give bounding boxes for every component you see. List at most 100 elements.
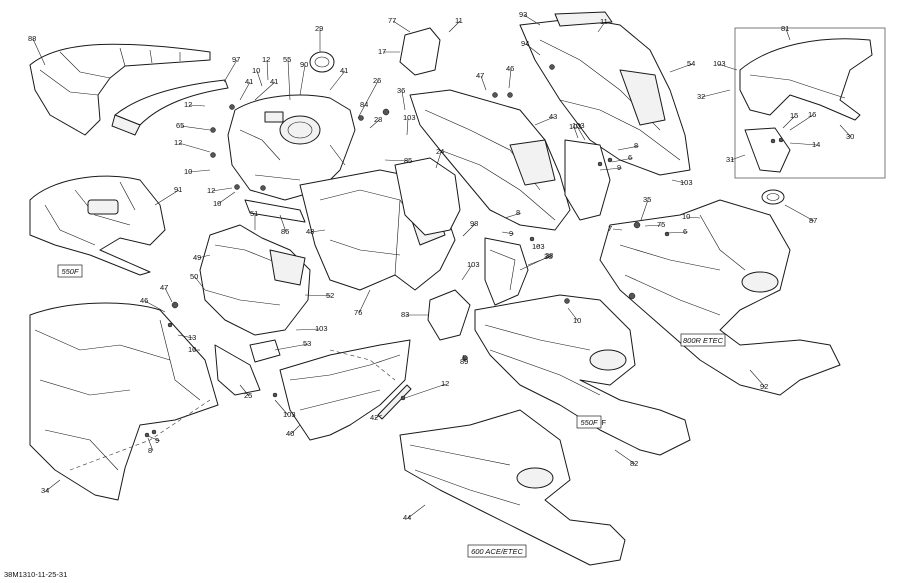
callout-leader [480,75,487,91]
callout-leader [567,307,579,322]
callout-number: 13 [188,333,196,342]
callout-leader [304,294,332,297]
callout-leader [669,63,693,73]
callout-number: 103 [713,59,726,68]
callout-number: 103 [680,178,693,187]
variant-label-550f-left: 550F [57,264,83,278]
callout-leader [154,189,180,206]
callout-number: 42 [370,413,378,422]
callout-number: 92 [760,382,768,391]
part-38-nose [484,237,529,306]
callout-number: 36 [397,86,405,95]
callout-leader [364,80,379,106]
callout-number: 81 [781,24,789,33]
part-54-right-hood [519,11,691,176]
callout-leader [256,70,263,87]
callout-number: 8 [516,208,520,217]
callout-leader [279,214,287,233]
callout-leader [147,435,161,442]
callout-leader [617,145,640,151]
callout-number: 91 [174,185,182,194]
callout-number: 43 [549,112,557,121]
callout-leader [597,21,606,33]
callout-leader [287,59,291,101]
hardware-fasteners [144,64,784,438]
callout-number: 75 [657,220,665,229]
callout-number: 31 [726,155,734,164]
callout-leader [611,157,634,163]
callout-leader [717,63,738,71]
callout-number: 12 [207,186,215,195]
callout-leader [406,117,409,136]
callout-number: 12 [441,379,449,388]
callout-number: 41 [245,77,253,86]
callout-number: 40 [286,429,294,438]
callout-number: 103 [467,260,480,269]
variant-label-text: 550F [61,267,79,276]
callout-number: 49 [193,253,201,262]
callout-leader [782,115,796,129]
callout-leader [211,187,233,192]
callout-leader [290,424,301,435]
callout-number: 83 [401,310,409,319]
callout-number: 15 [790,111,798,120]
callout-leader [523,14,541,26]
callout-leader [223,59,238,83]
callout-number: 86 [281,227,289,236]
callout-number: 26 [373,76,381,85]
callout-number: 44 [403,513,411,522]
callout-number: 51 [250,209,258,218]
callout-number: 32 [697,92,705,101]
variant-label-550f-right: 550F [576,415,602,429]
part-25-panel [214,344,261,396]
callout-number: 9 [155,436,159,445]
part-44-belly-pan-600ace [399,409,626,566]
callout-leader [299,64,306,96]
callout-number: 34 [41,486,49,495]
callout-number: 90 [300,60,308,69]
callout-number: 6 [628,153,632,162]
part-92-belly-pan-800r [599,199,841,396]
callout-number: 12 [262,55,270,64]
part-43-hood-section [409,89,571,231]
callout-leader [701,89,731,98]
callout-leader [357,104,366,119]
callout-leader [462,223,476,237]
callout-number: 35 [643,195,651,204]
callout-leader [194,276,206,291]
callout-number: 88 [28,34,36,43]
callout-leader [534,116,555,126]
part-51-inner-panel [199,224,311,336]
callout-leader [404,383,447,399]
callout-number: 82 [630,459,638,468]
callout-leader [525,43,541,56]
drawing-number: 38M1310-11-25-31 [4,570,67,579]
callout-number: 50 [190,272,198,281]
callout-number: 97 [232,55,240,64]
variant-label-600-ace-etec: 600 ACE/ETEC [467,544,527,558]
callout-leader [614,449,636,465]
callout-leader [501,231,515,235]
callout-leader [392,20,411,33]
callout-number: 98 [470,219,478,228]
part-9-side-trim [564,139,611,221]
callout-leader [573,126,579,139]
callout-leader [369,119,380,129]
callout-leader [730,154,746,161]
callout-leader [188,104,206,107]
callout-number: 103 [403,113,416,122]
callout-leader [254,81,276,101]
callout-number: 103 [572,121,585,130]
callout-leader [666,231,689,234]
part-29-gauge [309,51,335,73]
callout-leader [448,20,461,33]
callout-number: 11 [600,17,608,26]
callout-number: 30 [846,132,854,141]
callout-leader [536,244,541,248]
callout-leader [407,504,426,519]
callout-leader [435,151,442,169]
variant-label-text: 600 ACE/ETEC [471,547,523,556]
callout-leader [644,224,663,227]
callout-number: 24 [436,147,444,156]
part-53-bracket [249,339,281,363]
